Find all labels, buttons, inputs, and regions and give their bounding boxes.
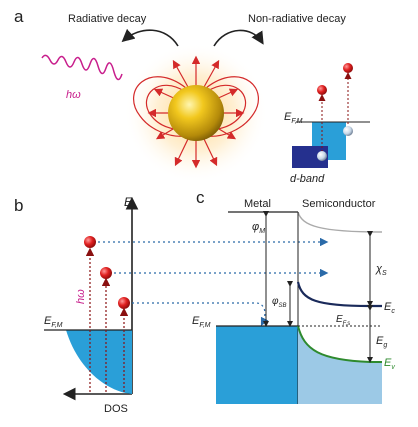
vacuum-level-semiconductor: [297, 211, 383, 233]
semiconductor-label: Semiconductor: [302, 198, 376, 210]
ec-label: Ec: [384, 301, 395, 315]
fermi-label-a: EF,M: [284, 111, 303, 125]
fermi-label-b: EF,M: [44, 315, 63, 329]
energy-axis-label: E: [124, 195, 133, 209]
nonradiative-decay-label: Non-radiative decay: [248, 13, 346, 25]
phi-m-label: φM: [252, 221, 265, 235]
hole-a1: [317, 151, 327, 161]
dband-box: [292, 146, 328, 168]
panel-a-band-diagram: EF,M d-band: [284, 63, 370, 185]
panel-b-label: b: [14, 196, 23, 215]
hole-a2: [343, 126, 353, 136]
dos-axis-label: DOS: [104, 403, 128, 415]
panel-c-label: c: [196, 188, 205, 207]
panel-b: b E DOS EF,M hω: [14, 195, 139, 415]
electron-a2: [343, 63, 353, 73]
radiative-arrow: [121, 28, 179, 47]
semiconductor-valence-region: [298, 326, 382, 404]
nonradiative-arrow: [213, 29, 264, 47]
photon-wave: [41, 54, 123, 81]
panel-c: c Metal Semiconductor EF,M φM φSB χS Eg: [192, 188, 395, 404]
electron-b2: [100, 267, 112, 279]
radiative-decay-label: Radiative decay: [68, 13, 147, 25]
efs-label: EF,s: [336, 314, 350, 327]
fermi-label-c: EF,M: [192, 315, 211, 329]
electron-a1: [317, 85, 327, 95]
electron-b3: [118, 297, 130, 309]
photon-label: hω: [66, 89, 81, 101]
metal-label: Metal: [244, 198, 271, 210]
eg-label: Eg: [376, 335, 387, 349]
dband-label: d-band: [290, 173, 325, 185]
ev-label: Ev: [384, 357, 395, 371]
electron-b1: [84, 236, 96, 248]
photon-label-b: hω: [75, 289, 87, 304]
filled-dos-region: [66, 330, 132, 394]
chi-s-label: χS: [375, 263, 387, 277]
metal-block: [216, 326, 298, 404]
panel-a-label: a: [14, 7, 24, 26]
panel-a: a Radiative decay Non-radiative decay hω: [14, 7, 370, 185]
conduction-band-edge: [296, 281, 382, 308]
gold-nanoparticle: [168, 85, 224, 141]
phi-sb-label: φSB: [272, 296, 287, 309]
